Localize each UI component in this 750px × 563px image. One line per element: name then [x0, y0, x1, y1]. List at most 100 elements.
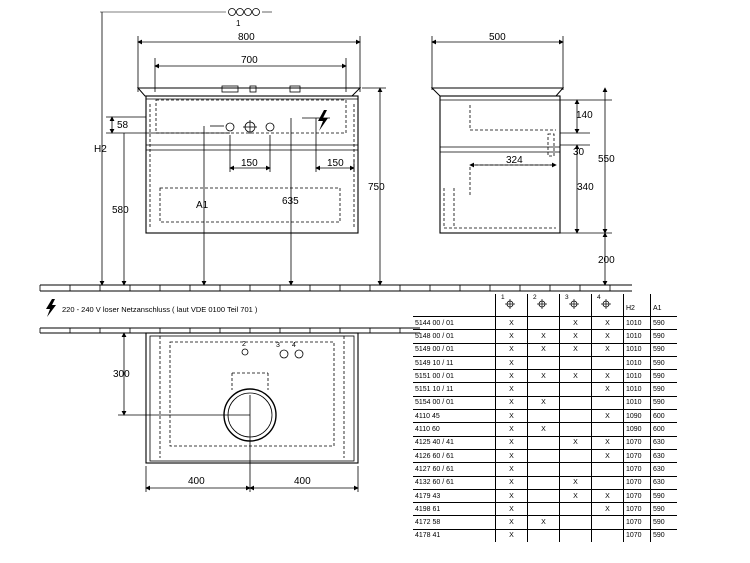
dim-324: 324 — [506, 155, 523, 166]
pos-3-cell — [559, 382, 592, 397]
model-code: 5148 00 / 01 — [415, 332, 454, 340]
dim-58: 58 — [117, 120, 129, 131]
model-code: 4198 61 — [415, 505, 441, 513]
model-code: 5154 00 / 01 — [415, 399, 454, 407]
h2-cell: 1070 — [623, 502, 651, 516]
pos-2-cell: X — [527, 369, 560, 383]
pos-1-cell: X — [495, 396, 528, 410]
pos-2-number: 2 — [533, 294, 537, 301]
h2-cell: 1090 — [623, 409, 651, 423]
plan-marker-2: 2 — [242, 341, 246, 348]
a1-cell: 630 — [650, 436, 677, 450]
a1-cell: 590 — [650, 489, 677, 503]
pos-4-cell: X — [591, 449, 624, 463]
dim-300: 300 — [113, 369, 130, 380]
dim-400-right: 400 — [294, 476, 311, 487]
model-code: 4125 40 / 41 — [415, 439, 454, 447]
pos-2-cell — [527, 489, 560, 503]
pos-1-cell: X — [495, 343, 528, 357]
pos-3-cell: X — [559, 436, 592, 450]
pos-4-cell — [591, 476, 624, 490]
pos-4-cell — [591, 515, 624, 530]
h2-cell: 1010 — [623, 343, 651, 357]
model-code: 4179 43 — [415, 492, 441, 500]
pos-1-cell: X — [495, 462, 528, 477]
pos-3-cell — [559, 422, 592, 437]
dim-400-left: 400 — [188, 476, 205, 487]
pos-4-cell: X — [591, 409, 624, 423]
dim-30: 30 — [573, 147, 585, 158]
model-code: 5151 00 / 01 — [415, 372, 454, 380]
model-code: 5144 00 / 01 — [415, 319, 454, 327]
pos-1-cell: X — [495, 382, 528, 397]
fitting-icon — [569, 299, 579, 309]
pos-4-cell: X — [591, 343, 624, 357]
model-code: 4172 58 — [415, 519, 441, 527]
pos-2-cell: X — [527, 396, 560, 410]
h2-cell: 1070 — [623, 515, 651, 530]
pos-2-cell — [527, 409, 560, 423]
plan-marker-3: 3 — [276, 342, 280, 349]
a1-cell: 600 — [650, 409, 677, 423]
front-view — [99, 8, 386, 286]
pos-1-cell: X — [495, 316, 528, 330]
model-code: 4132 60 / 61 — [415, 479, 454, 487]
a1-cell: 630 — [650, 476, 677, 490]
pos-4-cell — [591, 396, 624, 410]
pos-2-cell — [527, 316, 560, 330]
pos-1-cell: X — [495, 369, 528, 383]
pos-3-cell — [559, 409, 592, 423]
h2-cell: 1070 — [623, 476, 651, 490]
pos-4-number: 4 — [597, 294, 601, 301]
table-header-row: 1 2 3 4 H2 A1 — [413, 294, 677, 317]
h2-cell: 1010 — [623, 356, 651, 370]
a1-cell: 590 — [650, 502, 677, 516]
h2-cell: 1070 — [623, 489, 651, 503]
pos-3-cell — [559, 502, 592, 516]
dim-340: 340 — [577, 182, 594, 193]
pos-4-cell: X — [591, 502, 624, 516]
pos-1-cell: X — [495, 356, 528, 370]
model-code: 4127 60 / 61 — [415, 465, 454, 473]
pos-4-cell: X — [591, 489, 624, 503]
pos-1-cell: X — [495, 409, 528, 423]
a1-cell: 590 — [650, 382, 677, 397]
a1-cell: 590 — [650, 515, 677, 530]
a1-cell: 590 — [650, 529, 677, 543]
pos-4-cell: X — [591, 369, 624, 383]
pos-3-cell — [559, 449, 592, 463]
h2-cell: 1070 — [623, 449, 651, 463]
pos-2-cell — [527, 529, 560, 543]
model-code: 4110 60 — [415, 426, 440, 434]
model-code: 4110 45 — [415, 412, 440, 420]
pos-3-cell: X — [559, 343, 592, 357]
pos-2-cell — [527, 356, 560, 370]
a1-cell: 590 — [650, 396, 677, 410]
dim-150-right: 150 — [327, 158, 344, 169]
a1-cell: 590 — [650, 343, 677, 357]
dim-550: 550 — [598, 154, 615, 165]
pos-3-cell: X — [559, 489, 592, 503]
pos-1-cell: X — [495, 329, 528, 344]
h2-cell: 1010 — [623, 329, 651, 344]
pos-3-cell — [559, 356, 592, 370]
pos-3-cell: X — [559, 476, 592, 490]
dim-635: 635 — [282, 196, 299, 207]
header-code — [413, 294, 496, 317]
pos-4-cell — [591, 422, 624, 437]
header-pos-3: 3 — [559, 294, 592, 317]
dimension-labels: 1 800 700 500 58 150 150 H2 580 A1 635 7… — [94, 19, 615, 487]
